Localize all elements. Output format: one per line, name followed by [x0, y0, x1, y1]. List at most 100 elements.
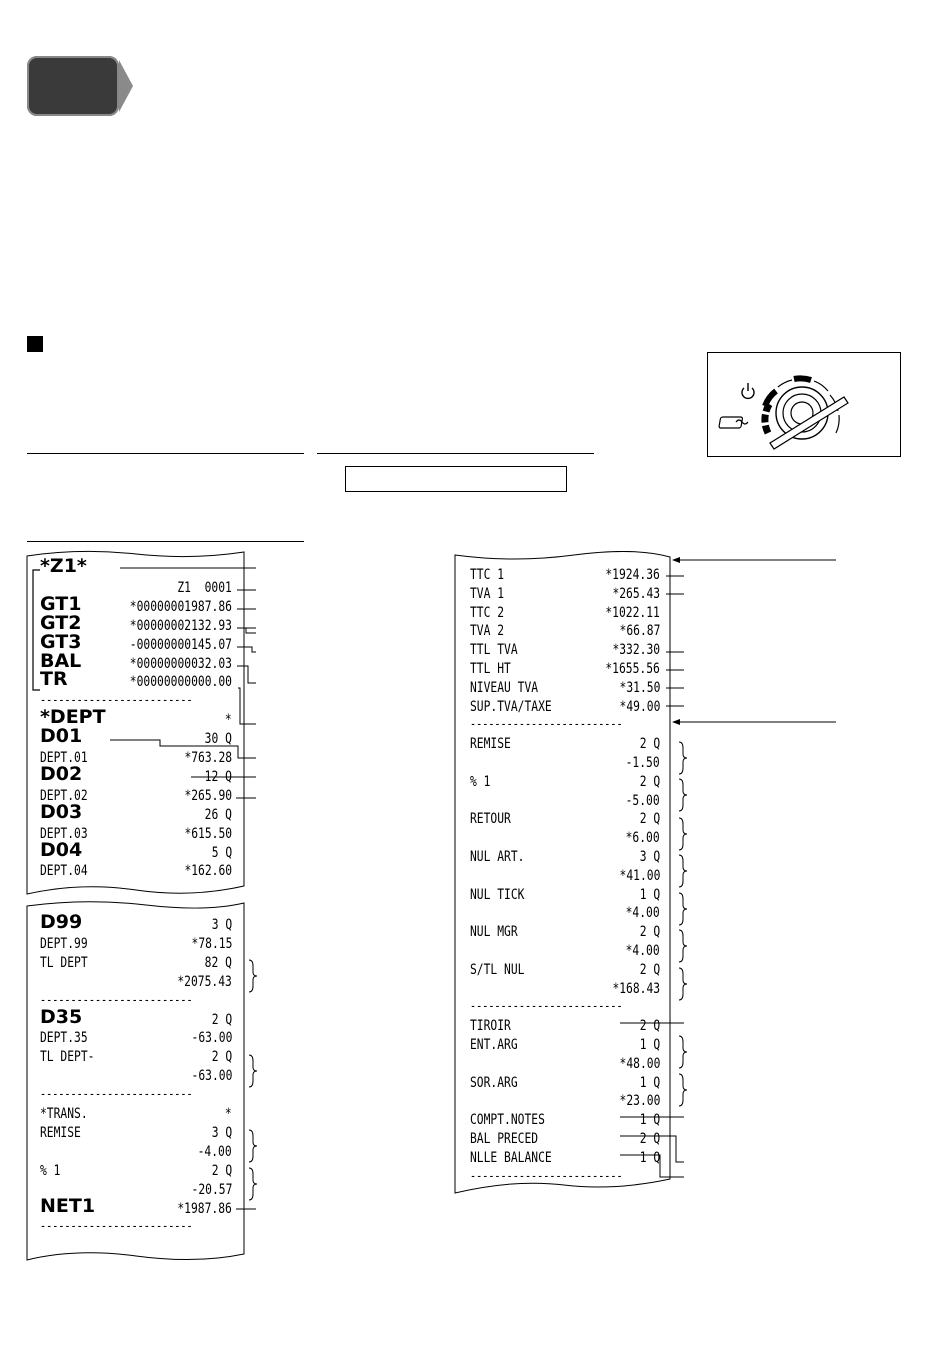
receipt-line: -5.00: [454, 792, 672, 811]
receipt-line-value: 2 Q: [639, 1131, 660, 1147]
receipt-line-value: 1 Q: [639, 886, 660, 903]
receipt-line-value: 2 Q: [639, 736, 660, 753]
receipt-line-value: *48.00: [619, 1055, 660, 1072]
receipt-line: *2075.43: [26, 973, 246, 992]
receipt-line: DEPT.01 *763.28: [26, 749, 246, 768]
receipt-line-value: 1 Q: [639, 1037, 660, 1053]
receipt-line-value: *332.30: [612, 642, 660, 659]
receipt-line-label: DEPT.02: [40, 787, 88, 804]
receipt-line-value: *78.15: [191, 935, 232, 952]
receipt-line-label: NIVEAU TVA: [470, 679, 539, 696]
receipt-line-label: *TRANS.: [40, 1106, 88, 1122]
receipt-line-value: 26 Q: [204, 806, 232, 823]
receipt-line-value: -00000000145.07: [129, 636, 232, 653]
receipt-line: SUP.TVA/TAXE*49.00: [454, 698, 672, 717]
mode-switch-illustration: [707, 352, 901, 457]
receipt-line-label: -------------------------: [40, 992, 193, 1008]
receipt-line-value: 2 Q: [211, 1049, 232, 1066]
receipt-line-value: 1 Q: [639, 1074, 660, 1091]
receipt-line-label: TTL TVA: [470, 642, 518, 659]
receipt-line-value: *615.50: [184, 825, 232, 842]
receipt-line-value: 3 Q: [211, 1124, 232, 1141]
receipt-line-value: *00000000000.00: [129, 674, 232, 691]
receipt-line: *41.00: [454, 867, 672, 886]
receipt-line-label: TTL HT: [470, 661, 511, 677]
receipt-line: REMISE 3 Q: [26, 1124, 246, 1143]
receipt-line: -------------------------: [26, 692, 246, 711]
receipt-line: TTL HT*1655.56: [454, 660, 672, 679]
receipt-line: DEPT.35-63.00: [26, 1029, 246, 1048]
receipt-line-label: SUP.TVA/TAXE: [470, 698, 552, 715]
receipt-line: DEPT.04*162.60: [26, 862, 246, 881]
receipt-line-value: Z1 0001: [177, 579, 232, 596]
column-rule-left: [27, 453, 304, 454]
receipt-line: TVA 1*265.43: [454, 585, 672, 604]
receipt-line: GT2*00000002132.93: [26, 613, 246, 636]
receipt-line-value: -5.00: [625, 792, 660, 809]
receipt-line: GT1*00000001987.86: [26, 592, 246, 617]
chapter-tab-arrow: [119, 60, 133, 112]
receipt-line-label: -------------------------: [470, 1168, 623, 1184]
receipt-line-value: 2 Q: [639, 961, 660, 978]
receipt-line-value: -20.57: [191, 1181, 232, 1198]
receipt-line: *4.00: [454, 942, 672, 961]
receipt-line-value: *00000000032.03: [129, 655, 232, 672]
receipt-line-label: *Z1*: [40, 555, 87, 577]
receipt-line-label: -------------------------: [40, 693, 193, 709]
receipt-line-value: *4.00: [625, 905, 660, 922]
receipt-line-label: ENT.ARG: [470, 1037, 518, 1053]
chapter-tab: [27, 56, 119, 116]
receipt-line: ENT.ARG 1 Q: [454, 1036, 672, 1055]
receipt-line: *168.43: [454, 980, 672, 999]
receipt-line-value: *6.00: [625, 830, 660, 847]
receipt-line-value: *31.50: [619, 679, 660, 696]
receipt-line-value: 3 Q: [639, 849, 660, 865]
receipt-line: -------------------------: [26, 1086, 246, 1105]
receipt-line-label: BAL: [40, 649, 82, 672]
receipt-line-label: TR: [40, 668, 68, 691]
receipt-line-label: D99: [40, 911, 83, 933]
receipt-line-label: DEPT.99: [40, 935, 88, 952]
receipt-line-label: D04: [40, 838, 83, 861]
receipt-line-label: TL DEPT-: [40, 1049, 95, 1066]
receipt-line-label: -------------------------: [470, 717, 623, 733]
receipt-line-label: % 1: [40, 1162, 61, 1179]
receipt-line-label: REMISE: [40, 1124, 81, 1141]
receipt-line-label: DEPT.03: [40, 825, 88, 842]
receipt-line-label: TL DEPT: [40, 954, 88, 971]
receipt-line-value: *1924.36: [605, 567, 660, 583]
receipt-line-value: *763.28: [184, 750, 232, 766]
receipt-line-value: 2 Q: [211, 1011, 232, 1028]
receipt-line-label: RETOUR: [470, 811, 511, 828]
receipt-line: -------------------------: [26, 992, 246, 1011]
receipt-line-value: *2075.43: [177, 973, 232, 990]
receipt-line-label: SOR.ARG: [470, 1074, 518, 1091]
receipt-line-value: *00000002132.93: [129, 617, 232, 634]
receipt-line: *23.00: [454, 1092, 672, 1111]
receipt-line-label: TTC 1: [470, 567, 505, 583]
receipt-line: *6.00: [454, 829, 672, 848]
receipt-line: NUL ART.3 Q: [454, 848, 672, 867]
receipt-line-label: GT1: [40, 592, 82, 615]
receipt-line: TL DEPT- 2 Q: [26, 1048, 246, 1067]
receipt-line-value: -4.00: [197, 1143, 232, 1160]
receipt-line: -63.00: [26, 1067, 246, 1086]
receipt-line-value: *1987.86: [177, 1200, 232, 1217]
receipt-line-label: % 1: [470, 773, 491, 790]
receipt-line: -4.00: [26, 1143, 246, 1162]
receipt-line: -------------------------: [26, 1218, 246, 1237]
receipt-line-label: DEPT.01: [40, 750, 88, 766]
